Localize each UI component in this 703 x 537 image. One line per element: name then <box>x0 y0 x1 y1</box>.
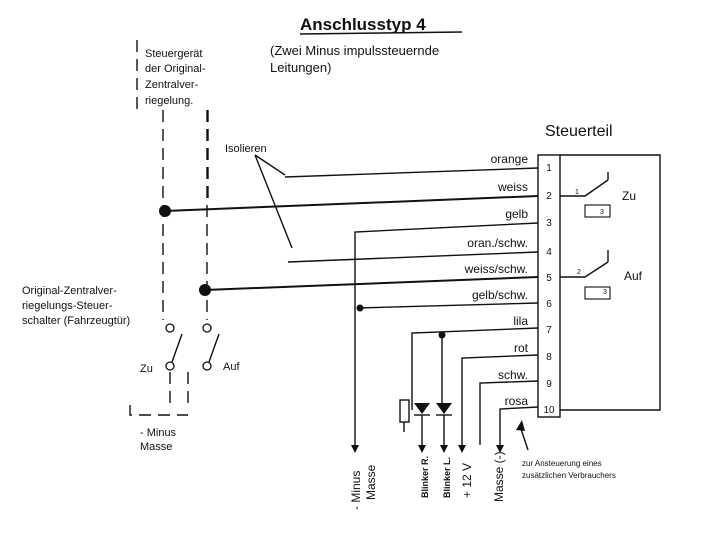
diagram-title: Anschlusstyp 4 <box>300 15 426 34</box>
wire-label-6: gelb/schw. <box>472 288 528 302</box>
diode-blinker-r <box>414 403 430 414</box>
relay-auf-label: Auf <box>624 269 643 283</box>
arrow-blinker-r <box>418 445 426 453</box>
terminal-number-5: 5 <box>546 273 552 284</box>
wire-4-oran-schw <box>287 251 539 263</box>
isolate-pointer-1 <box>254 154 286 176</box>
wire-label-group: orange weiss gelb oran./schw. weiss/schw. gel… <box>464 152 529 408</box>
terminal-number-group: 1 2 3 4 5 6 7 8 9 10 <box>543 163 555 416</box>
bottom-label-masse: Masse <box>364 464 378 500</box>
switch-lever-auf <box>208 333 220 363</box>
fuse-symbol <box>399 399 410 423</box>
bottom-label-minus: - Minus <box>349 471 363 510</box>
wire-label-7: lila <box>513 314 528 328</box>
terminal-number-7: 7 <box>546 325 552 336</box>
relay-zu-contact <box>560 179 609 197</box>
wire-label-5: weiss/schw. <box>464 262 528 276</box>
relay-pin-d: 3 <box>603 289 607 296</box>
left-ground-line-2: Masse <box>140 441 172 453</box>
wire-8-rot <box>461 354 539 445</box>
wire-2-weiss <box>164 195 539 212</box>
wire-7-lila <box>411 327 539 410</box>
wire-6-gelb-schw <box>357 302 539 309</box>
wire-label-3: gelb <box>505 207 528 221</box>
wire-label-9: schw. <box>498 368 528 382</box>
relay-pin-c: 2 <box>577 269 581 276</box>
switch-lever-zu <box>171 333 183 363</box>
switch-terminal-auf <box>202 323 212 333</box>
wire-label-10: rosa <box>505 394 529 408</box>
switch-pole-auf <box>202 361 212 371</box>
terminal-number-6: 6 <box>546 299 552 310</box>
terminal-number-1: 1 <box>546 163 552 174</box>
wire-label-4: oran./schw. <box>467 236 528 250</box>
switch-pole-zu <box>165 361 175 371</box>
switch-terminal-zu <box>165 323 175 333</box>
note-line-2: zusätzlichen Verbrauchers <box>522 471 616 480</box>
terminal-number-10: 10 <box>543 405 555 416</box>
oem-unit-line-1: Steuergerät <box>145 48 202 60</box>
terminal-number-9: 9 <box>546 379 552 390</box>
oem-unit-line-2: der Original- <box>145 63 206 75</box>
isolate-pointer-2 <box>254 154 293 249</box>
bottom-label-plus12: + 12 V <box>460 463 474 498</box>
arrow-blinker-l <box>440 445 448 453</box>
subtitle-line-1: (Zwei Minus impulssteuernde <box>270 43 439 58</box>
relay-auf-contact <box>560 261 609 278</box>
switch-label-line-3: schalter (Fahrzeugtür) <box>22 315 130 327</box>
ground-bus-left <box>129 405 188 416</box>
switch-zu-label: Zu <box>140 363 153 375</box>
note-line-1: zur Ansteuerung eines <box>522 459 602 468</box>
title-underline <box>299 31 463 35</box>
wire-10-rosa <box>499 406 539 445</box>
terminal-strip <box>537 154 561 418</box>
note-arrow <box>516 420 525 431</box>
terminal-number-4: 4 <box>546 247 552 258</box>
oem-unit-line-3: Zentralver- <box>145 79 199 91</box>
terminal-number-8: 8 <box>546 352 552 363</box>
arrow-plus12 <box>458 445 466 453</box>
left-ground-line-1: - Minus <box>140 427 177 439</box>
bottom-label-blinker-r: Blinker R. <box>420 456 430 498</box>
terminal-number-2: 2 <box>546 191 552 202</box>
subtitle-line-2: Leitungen) <box>270 60 331 75</box>
terminal-number-3: 3 <box>546 218 552 229</box>
diode-blinker-l <box>436 403 452 414</box>
relay-auf-coil <box>584 286 611 300</box>
relay-zu-coil <box>584 204 611 218</box>
arrow-masse <box>496 445 504 453</box>
wire-1-orange <box>284 167 539 178</box>
steuerteil-housing <box>560 154 661 411</box>
arrow-minus-masse <box>351 445 359 453</box>
bottom-label-blinker-l: Blinker L. <box>442 457 452 498</box>
oem-unit-line-4: riegelung. <box>145 95 193 107</box>
wire-label-1: orange <box>491 152 529 166</box>
bottom-label-masse-minus: Masse (-) <box>492 451 506 502</box>
wire-label-8: rot <box>514 341 529 355</box>
relay-pin-a: 1 <box>575 189 579 196</box>
wire-9-schw <box>479 380 539 445</box>
wire-label-2: weiss <box>497 180 528 194</box>
steuerteil-label: Steuerteil <box>545 123 613 140</box>
switch-label-line-1: Original-Zentralver- <box>22 285 117 297</box>
isolate-label: Isolieren <box>225 143 267 155</box>
wire-5-weiss-schw <box>204 276 539 291</box>
relay-zu-label: Zu <box>622 189 636 203</box>
relay-pin-b: 3 <box>600 209 604 216</box>
switch-auf-label: Auf <box>223 361 240 373</box>
wire-3-gelb <box>354 222 539 445</box>
switch-label-line-2: riegelungs-Steuer- <box>22 300 113 312</box>
junction-dot-masse <box>356 304 364 312</box>
